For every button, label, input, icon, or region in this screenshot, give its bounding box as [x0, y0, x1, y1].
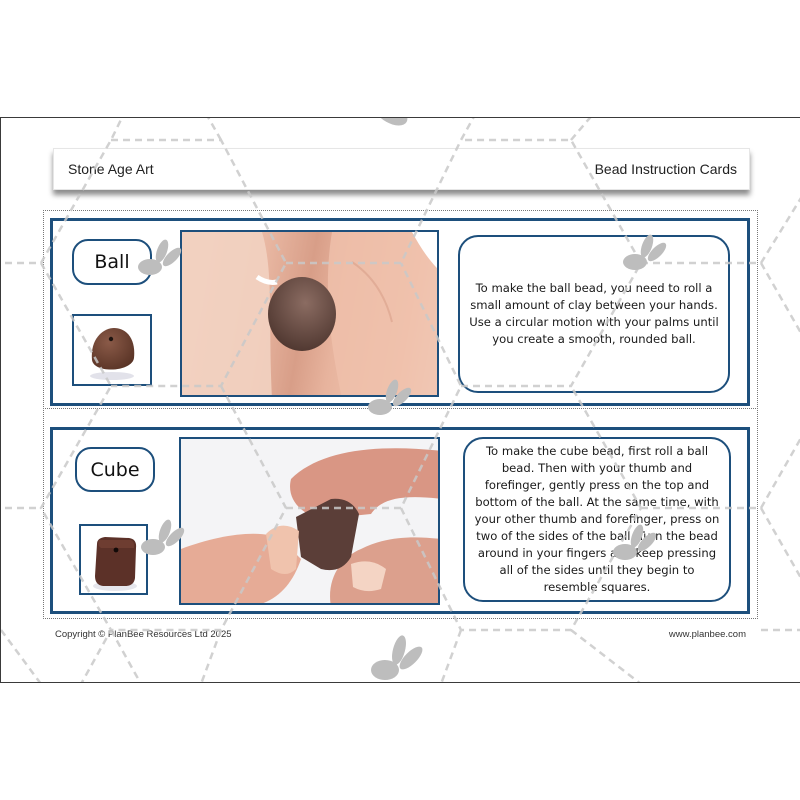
instruction-text-box: To make the ball bead, you need to roll … [458, 235, 730, 393]
copyright-text: Copyright © PlanBee Resources Ltd 2025 [55, 629, 232, 640]
card-label: Ball [72, 239, 152, 285]
instruction-card-cube: Cube To make the cube bead, first roll a… [50, 427, 750, 614]
ball-bead-image [72, 314, 152, 386]
header-left-title: Stone Age Art [68, 161, 154, 177]
header-bar: Stone Age Art Bead Instruction Cards [53, 148, 750, 190]
website-link[interactable]: www.planbee.com [668, 629, 746, 640]
card-label: Cube [75, 447, 155, 492]
instruction-text-box: To make the cube bead, first roll a ball… [463, 437, 731, 602]
cut-line-separator [43, 408, 758, 409]
instruction-card-ball: Ball [50, 218, 750, 406]
header-right-title: Bead Instruction Cards [594, 161, 737, 177]
worksheet-page: Stone Age Art Bead Instruction Cards Bal… [0, 117, 800, 683]
instruction-text: To make the cube bead, first roll a ball… [474, 444, 720, 594]
instruction-text: To make the ball bead, you need to roll … [469, 281, 719, 346]
hands-rolling-ball-photo [180, 230, 439, 397]
fingers-pressing-cube-photo [179, 437, 440, 605]
cube-bead-image [79, 524, 148, 595]
